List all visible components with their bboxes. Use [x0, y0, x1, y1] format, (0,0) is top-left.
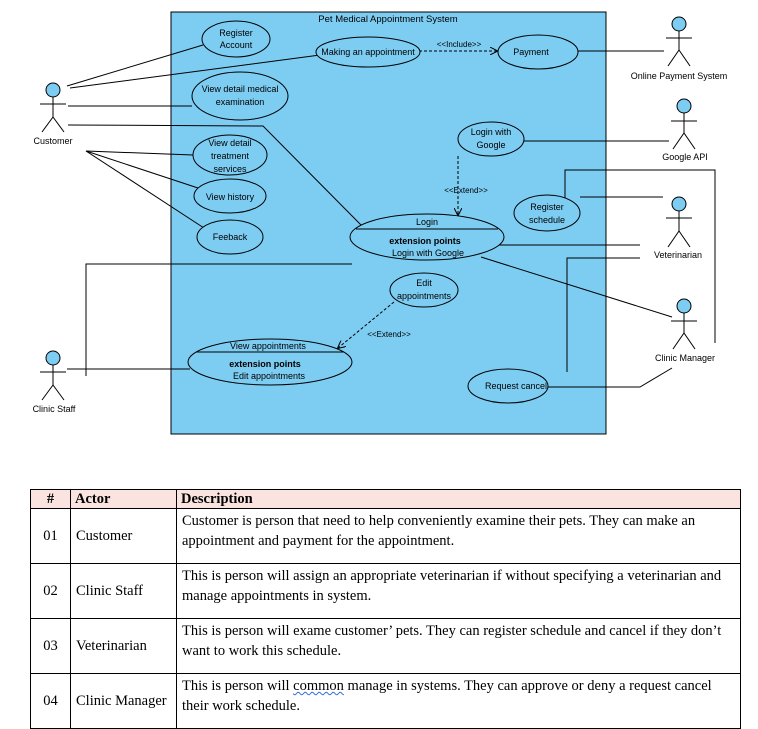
actor-google-api[interactable]: [671, 98, 697, 150]
svg-text:Request cancel: Request cancel: [485, 381, 547, 391]
row-actor: Clinic Staff: [70, 563, 177, 619]
actor-google-api-label: Google API: [662, 152, 708, 162]
svg-text:Login: Login: [416, 217, 438, 227]
row-number: 01: [30, 508, 71, 564]
use-case-payment[interactable]: Payment: [497, 34, 579, 70]
svg-text:extension points: extension points: [389, 236, 461, 246]
description-text: manage in systems. They can approve or d…: [182, 678, 712, 714]
header-number: #: [30, 489, 71, 509]
use-case-register-schedule[interactable]: Register schedule: [513, 194, 581, 232]
include-label: <<Include>>: [437, 40, 482, 49]
svg-text:Register: Register: [530, 202, 564, 212]
svg-text:examination: examination: [216, 97, 265, 107]
use-case-request-cancel[interactable]: Request cancel: [467, 368, 549, 404]
table-header-row: # Actor Description: [30, 489, 741, 509]
actor-description-table: # Actor Description 01 Customer Customer…: [30, 489, 741, 729]
svg-text:schedule: schedule: [529, 215, 565, 225]
header-actor: Actor: [70, 489, 177, 509]
use-case-view-history[interactable]: View history: [193, 178, 267, 214]
use-case-feeback[interactable]: Feeback: [196, 219, 264, 255]
svg-text:Login with Google: Login with Google: [392, 248, 464, 258]
use-case-making-appointment[interactable]: Making an appointment: [315, 36, 421, 68]
row-actor: Veterinarian: [70, 618, 177, 674]
svg-text:services: services: [213, 164, 247, 174]
table-row: 04 Clinic Manager This is person will co…: [30, 673, 741, 729]
svg-text:Account: Account: [220, 40, 253, 50]
svg-text:Login with: Login with: [471, 127, 512, 137]
actor-clinic-staff-label: Clinic Staff: [33, 404, 76, 414]
svg-text:treatment: treatment: [211, 151, 250, 161]
row-number: 03: [30, 618, 71, 674]
actor-online-payment-label: Online Payment System: [631, 71, 728, 81]
svg-text:View detail medical: View detail medical: [202, 84, 279, 94]
svg-text:View history: View history: [206, 192, 255, 202]
row-description: Customer is person that need to help con…: [176, 508, 741, 564]
table-row: 02 Clinic Staff This is person will assi…: [30, 563, 741, 619]
row-description: This is person will common manage in sys…: [176, 673, 741, 729]
use-case-login-google[interactable]: Login with Google: [457, 121, 525, 157]
row-number: 04: [30, 673, 71, 729]
header-description: Description: [176, 489, 741, 509]
svg-text:extension points: extension points: [229, 359, 301, 369]
actor-clinic-manager[interactable]: [671, 298, 697, 350]
table-row: 01 Customer Customer is person that need…: [30, 508, 741, 564]
dashed-relations: [338, 51, 497, 348]
associations: [66, 44, 716, 388]
extend-label-lower: <<Extend>>: [367, 330, 411, 339]
actor-clinic-manager-label: Clinic Manager: [655, 353, 715, 363]
use-case-view-medical[interactable]: View detail medical examination: [191, 71, 289, 121]
use-case-login[interactable]: Login extension points Login with Google: [349, 213, 505, 261]
use-case-view-appointments[interactable]: View appointments extension points Edit …: [187, 338, 353, 386]
use-case-diagram: Pet Medical Appointment System <<Include…: [33, 11, 728, 435]
row-number: 02: [30, 563, 71, 619]
description-text: This is person will: [182, 678, 294, 694]
spellcheck-marked-word: common: [293, 678, 344, 694]
svg-text:Payment: Payment: [513, 47, 549, 57]
actor-veterinarian-label: Veterinarian: [654, 250, 702, 260]
svg-text:Register: Register: [219, 28, 253, 38]
actor-veterinarian[interactable]: [666, 196, 692, 248]
row-description: This is person will assign an appropriat…: [176, 563, 741, 619]
actor-customer-label: Customer: [33, 136, 72, 146]
svg-text:Making an appointment: Making an appointment: [321, 47, 415, 57]
svg-text:Google: Google: [476, 140, 505, 150]
actor-clinic-staff[interactable]: [40, 350, 66, 401]
use-case-view-treatment[interactable]: View detail treatment services: [192, 134, 268, 176]
svg-text:Feeback: Feeback: [213, 232, 248, 242]
row-actor: Customer: [70, 508, 177, 564]
extend-label-upper: <<Extend>>: [444, 186, 488, 195]
use-case-edit-appointments[interactable]: Edit appointments: [389, 272, 459, 308]
svg-text:Edit appointments: Edit appointments: [233, 371, 306, 381]
row-description: This is person will exame customer’ pets…: [176, 618, 741, 674]
row-actor: Clinic Manager: [70, 673, 177, 729]
actor-online-payment[interactable]: [666, 16, 692, 67]
use-case-register-account[interactable]: Register Account: [201, 20, 271, 58]
svg-text:Edit: Edit: [416, 278, 432, 288]
system-title: Pet Medical Appointment System: [318, 14, 457, 25]
table-row: 03 Veterinarian This is person will exam…: [30, 618, 741, 674]
svg-text:View detail: View detail: [208, 138, 251, 148]
svg-text:appointments: appointments: [397, 291, 452, 301]
svg-text:View appointments: View appointments: [230, 341, 306, 351]
actor-customer[interactable]: [40, 82, 66, 133]
